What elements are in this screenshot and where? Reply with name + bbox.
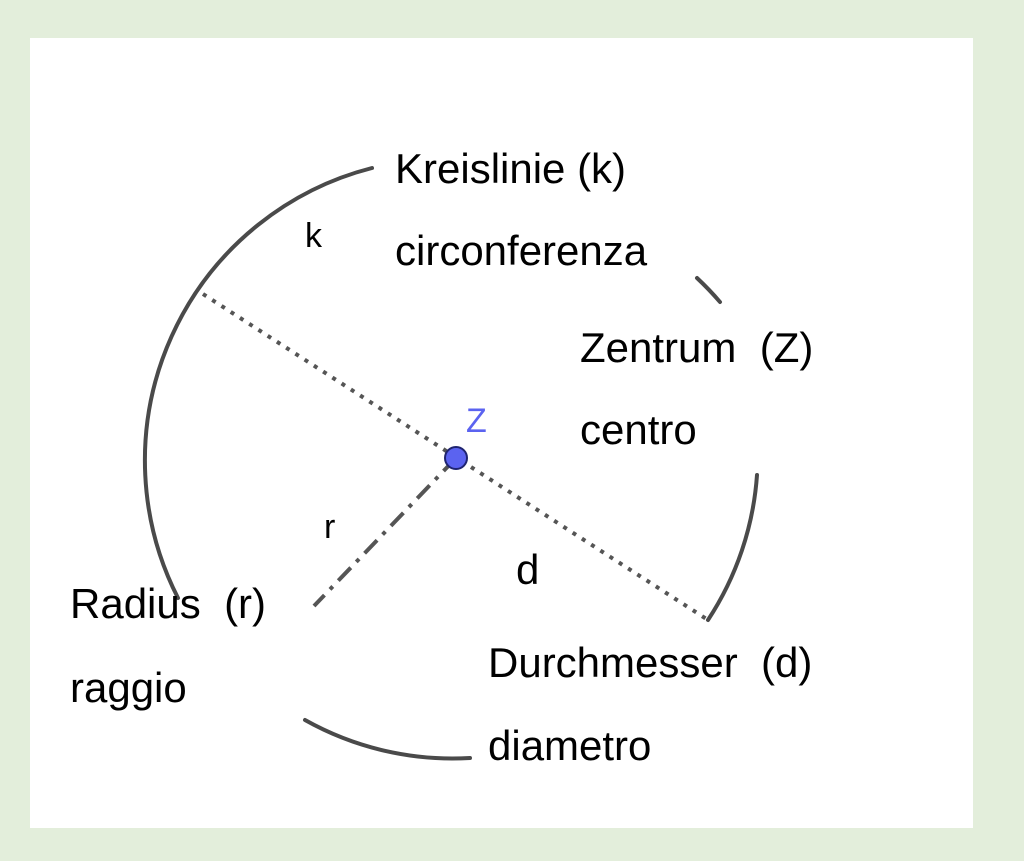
circle-arc-bottom [303,718,472,761]
circle-symbol: k [305,217,323,255]
radius-symbol: r [324,508,335,546]
diameter-translation: diametro [488,722,651,769]
circle-line-translation: circonferenza [395,227,648,274]
circle-arc-right [695,276,759,622]
center-symbol: Z [466,402,487,440]
radius-translation: raggio [70,664,187,711]
center-translation: centro [580,406,697,453]
center-point [444,446,468,470]
diameter-symbol: d [516,546,539,593]
center-label: Zentrum (Z) [580,324,813,371]
radius-label: Radius (r) [70,580,266,627]
diagram-panel [30,38,973,828]
circle-arc-left [142,166,374,600]
circle-line-label: Kreislinie (k) [395,145,626,192]
radius-line [312,456,458,608]
diameter-label: Durchmesser (d) [488,639,812,686]
